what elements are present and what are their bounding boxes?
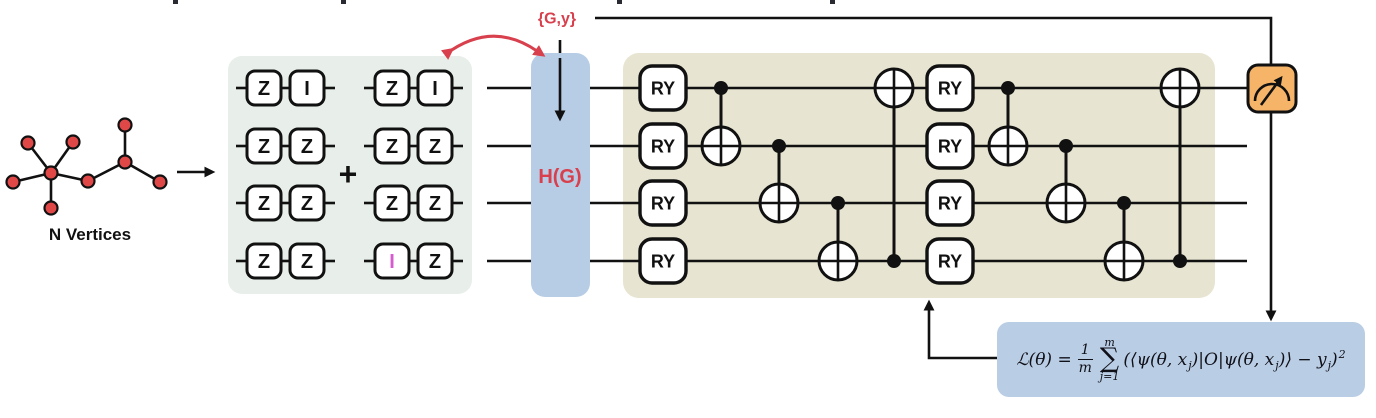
svg-text:Z: Z bbox=[386, 193, 398, 215]
svg-text:Z: Z bbox=[301, 193, 313, 215]
pauli-term: Z Z bbox=[364, 127, 463, 165]
ry-gate: RY bbox=[925, 64, 975, 112]
ry-gate: RY bbox=[638, 64, 688, 112]
pauli-sum-panel bbox=[228, 56, 472, 294]
svg-text:RY: RY bbox=[651, 251, 675, 271]
loss-feedback-arrow bbox=[923, 299, 997, 360]
cnot-gate bbox=[1045, 139, 1087, 224]
svg-text:RY: RY bbox=[938, 193, 962, 213]
pauli-term: Z I bbox=[364, 69, 463, 107]
pauli-encoder-link-arc bbox=[440, 34, 546, 60]
svg-text:Z: Z bbox=[258, 251, 270, 273]
graph-label: N Vertices bbox=[49, 225, 131, 244]
svg-text:Z: Z bbox=[386, 78, 398, 100]
svg-text:Z: Z bbox=[258, 78, 270, 100]
ry-gate: RY bbox=[638, 179, 688, 227]
cnot-gate-wraparound bbox=[873, 67, 915, 268]
svg-text:Z: Z bbox=[429, 193, 441, 215]
dataset-label: {G,y} bbox=[538, 11, 576, 28]
input-graph: N Vertices bbox=[5, 117, 216, 244]
pauli-term: Z Z bbox=[236, 127, 335, 165]
hamiltonian-encoder: H(G) bbox=[531, 53, 590, 297]
cnot-gate bbox=[758, 139, 800, 224]
graph-edges bbox=[12, 125, 161, 208]
svg-text:Z: Z bbox=[301, 136, 313, 158]
svg-text:I: I bbox=[389, 251, 395, 273]
svg-text:Z: Z bbox=[258, 136, 270, 158]
ry-gate: RY bbox=[638, 122, 688, 170]
svg-text:I: I bbox=[304, 78, 310, 100]
loss-lhs: ℒ(θ) = bbox=[1016, 349, 1072, 370]
cnot-gate bbox=[700, 81, 742, 167]
svg-text:RY: RY bbox=[938, 251, 962, 271]
svg-text:Z: Z bbox=[258, 193, 270, 215]
svg-text:RY: RY bbox=[938, 78, 962, 98]
pauli-term: Z I bbox=[236, 69, 335, 107]
fraction-one-over-m: 1 m bbox=[1077, 342, 1093, 376]
gauge-needle bbox=[1259, 75, 1283, 106]
ry-gate: RY bbox=[925, 179, 975, 227]
encoder-label: H(G) bbox=[538, 166, 581, 188]
pauli-term: Z Z bbox=[236, 242, 335, 280]
svg-text:RY: RY bbox=[651, 193, 675, 213]
svg-text:RY: RY bbox=[938, 136, 962, 156]
pauli-term: Z Z bbox=[364, 184, 463, 222]
cropped-caption-fragment bbox=[173, 0, 835, 4]
pauli-sum: Z I Z Z Z Z Z Z + Z I bbox=[236, 69, 463, 280]
svg-text:Z: Z bbox=[429, 251, 441, 273]
svg-text:I: I bbox=[432, 78, 438, 100]
gauge-meter-icon bbox=[1253, 82, 1291, 102]
dataset-to-measure-line bbox=[595, 16, 1277, 322]
plus-sign: + bbox=[339, 156, 358, 192]
cnot-gate-wraparound bbox=[1159, 67, 1201, 268]
encoder-box bbox=[531, 53, 590, 297]
summation-symbol: m ∑ j=1 bbox=[1099, 336, 1120, 383]
measurement-gate bbox=[1246, 63, 1298, 114]
ry-gate: RY bbox=[925, 122, 975, 170]
cnot-gate bbox=[1103, 196, 1145, 282]
graph-nodes bbox=[5, 117, 168, 216]
svg-text:RY: RY bbox=[651, 136, 675, 156]
svg-text:Z: Z bbox=[301, 251, 313, 273]
loss-formula: ℒ(θ) = 1 m m ∑ j=1 (⟨ψ(θ, xj)|O|ψ(θ, xj)… bbox=[1016, 337, 1345, 382]
loss-body: (⟨ψ(θ, xj)|O|ψ(θ, xj)⟩ − yj)2 bbox=[1123, 347, 1346, 372]
svg-text:Z: Z bbox=[386, 136, 398, 158]
loss-function-box: ℒ(θ) = 1 m m ∑ j=1 (⟨ψ(θ, xj)|O|ψ(θ, xj)… bbox=[997, 322, 1365, 397]
cnot-gate bbox=[817, 196, 859, 282]
svg-text:Z: Z bbox=[429, 136, 441, 158]
ry-gate: RY bbox=[638, 237, 688, 285]
svg-text:RY: RY bbox=[651, 78, 675, 98]
cnot-gate bbox=[987, 81, 1029, 167]
pauli-term: Z Z bbox=[236, 184, 335, 222]
pauli-term-highlighted: I Z bbox=[364, 242, 463, 280]
ry-gate: RY bbox=[925, 237, 975, 285]
variational-circuit: RY RY RY RY RY RY RY RY bbox=[638, 64, 1201, 285]
ansatz-panel bbox=[623, 53, 1215, 298]
